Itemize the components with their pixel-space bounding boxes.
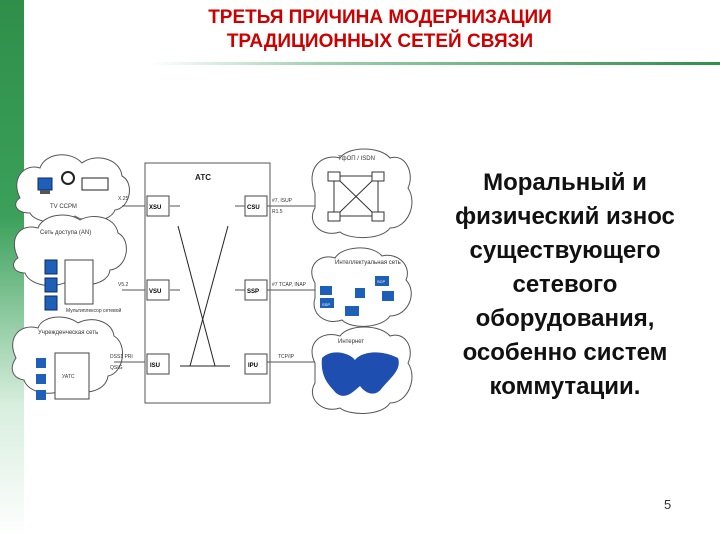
an-box-label: Мультиплексор сетевой	[66, 307, 121, 314]
module-vsu-label: VSU	[149, 289, 161, 295]
cloud-pbx-network: Учрежденческая сеть УАТС	[11, 316, 123, 400]
link-tcap: #7 TCAP, INAP	[272, 282, 307, 288]
network-diagram: TV ССРМ Сеть доступа (AN) Мультиплексор …	[10, 148, 415, 440]
page-number: 5	[664, 497, 672, 512]
module-ssp-label: SSP	[247, 289, 259, 295]
module-isu	[146, 353, 170, 375]
link-r15: R1.5	[272, 209, 283, 215]
cloud-intelligent-network: Интеллектуальная сеть SSP SCP	[311, 247, 412, 327]
main-text-line-1: Моральный и	[483, 169, 647, 196]
cloud-tv-ccpm: TV ССРМ	[15, 154, 130, 223]
cloud-internet-label: Интернет	[338, 339, 364, 345]
module-xsu	[146, 195, 170, 217]
slide-title: ТРЕТЬЯ ПРИЧИНА МОДЕРНИЗАЦИИ ТРАДИЦИОННЫХ…	[90, 6, 670, 54]
main-text-line-6: особенно систем	[462, 339, 668, 366]
main-text: Моральный и физический износ существующе…	[412, 166, 718, 404]
cloud-pstn-isdn: ТфОП / ISDN	[311, 148, 413, 238]
link-v52: V5.2	[118, 282, 129, 288]
main-text-line-5: оборудования,	[475, 305, 655, 332]
slide-title-line-2: ТРАДИЦИОННЫХ СЕТЕЙ СВЯЗИ	[226, 31, 534, 52]
module-xsu-label: XSU	[149, 205, 161, 211]
module-ipu	[244, 353, 268, 375]
cloud-access-network-label: Сеть доступа (AN)	[40, 230, 91, 236]
cloud-pbx-label: Учрежденческая сеть	[38, 330, 98, 336]
module-isu-label: ISU	[150, 363, 160, 369]
main-text-line-3: существующего	[469, 237, 661, 264]
ssp-node-label: SSP	[322, 302, 330, 307]
scp-node-label: SCP	[377, 279, 386, 284]
network-diagram-svg: TV ССРМ Сеть доступа (AN) Мультиплексор …	[11, 148, 413, 414]
link-qsig: QSIG	[110, 365, 123, 371]
module-ipu-label: IPU	[248, 363, 258, 369]
atc-label: АТС	[195, 173, 211, 182]
pbx-label: УАТС	[62, 374, 75, 380]
cloud-tv-ccpm-label: TV ССРМ	[50, 204, 77, 210]
main-text-line-4: сетевого	[512, 271, 618, 298]
cloud-internet: Интернет	[311, 326, 413, 414]
module-csu-label: CSU	[247, 205, 260, 211]
cloud-in-label: Интеллектуальная сеть	[335, 260, 401, 266]
link-dss1: DSS1 PRI	[110, 354, 133, 360]
link-x25: X.25	[118, 196, 129, 202]
cloud-pstn-label: ТфОП / ISDN	[338, 156, 375, 162]
title-underline	[150, 62, 720, 65]
cloud-access-network: Сеть доступа (AN) Мультиплексор сетевой	[13, 214, 127, 314]
link-isup: #7, ISUP	[272, 198, 293, 204]
module-vsu	[146, 279, 170, 301]
slide-title-line-1: ТРЕТЬЯ ПРИЧИНА МОДЕРНИЗАЦИИ	[208, 7, 552, 28]
link-tcpip: TCP/IP	[278, 354, 295, 360]
main-text-line-7: коммутации.	[489, 373, 641, 400]
main-text-line-2: физический износ	[455, 203, 675, 230]
